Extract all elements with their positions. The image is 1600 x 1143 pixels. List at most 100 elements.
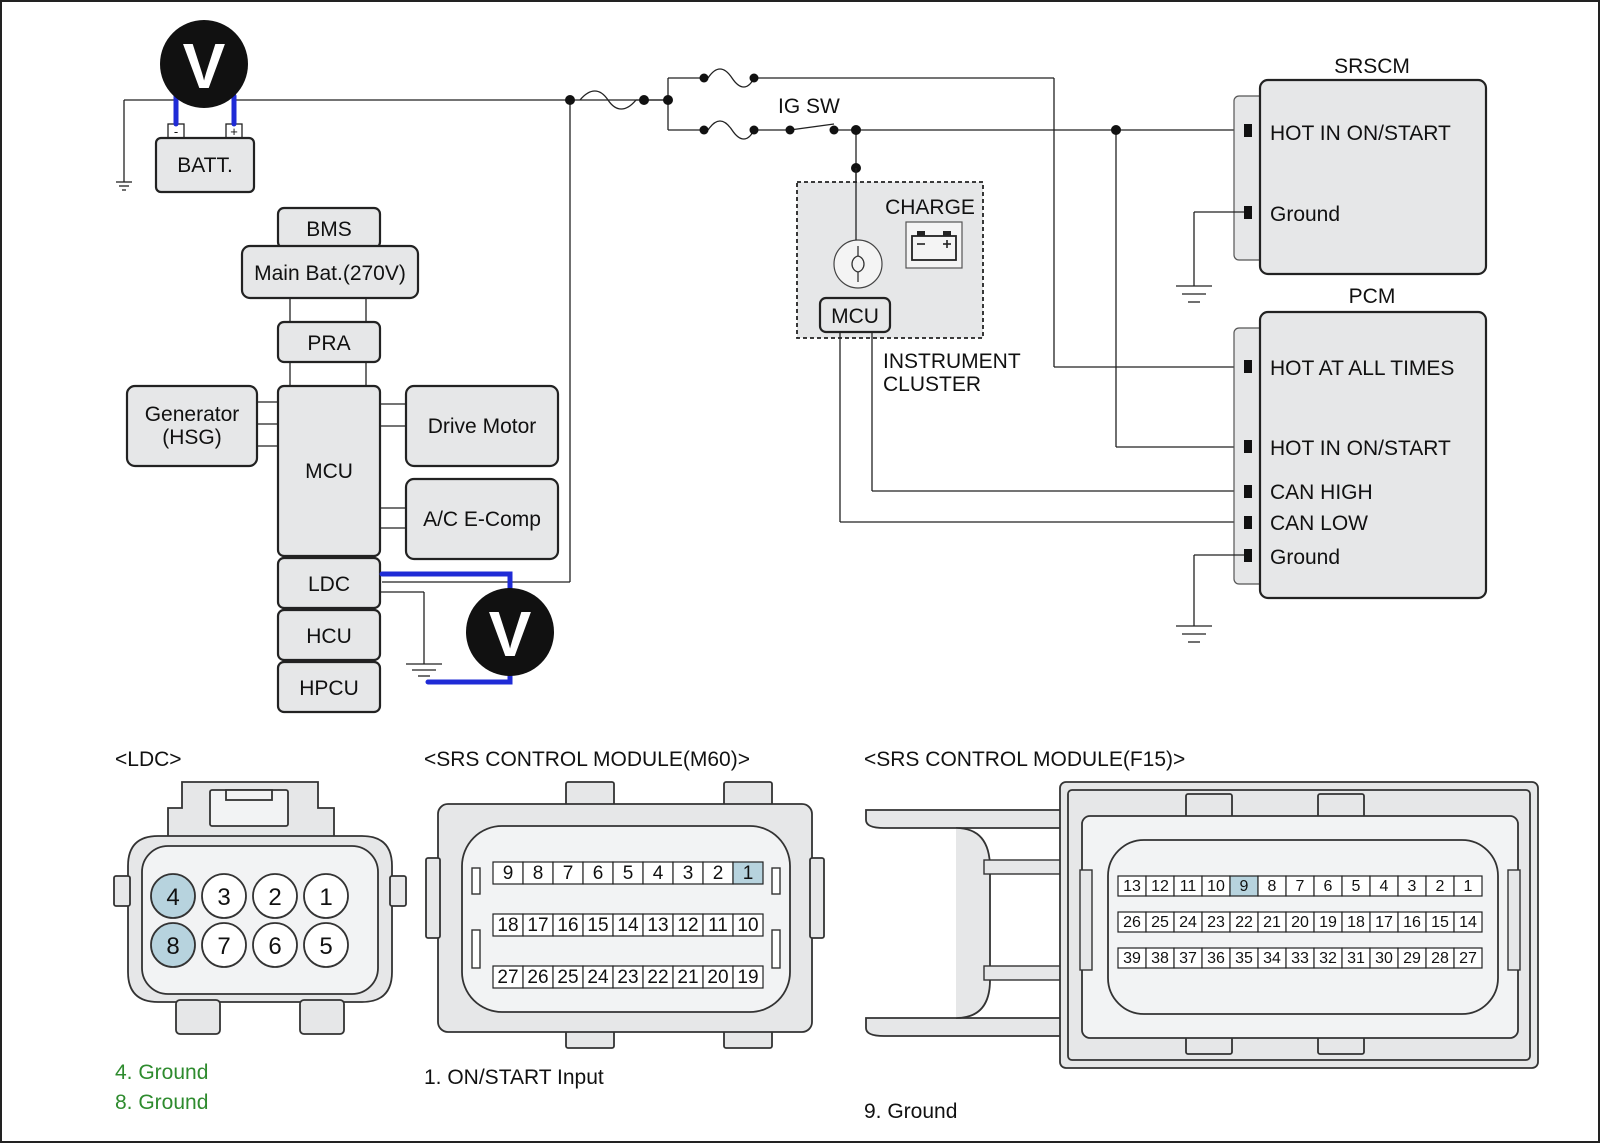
voltmeter-bottom-symbol: V: [489, 598, 532, 670]
f15-pin-label-6: 6: [1324, 878, 1333, 895]
m60-pin-19: [732, 965, 764, 989]
m60-pin-label-14: 14: [617, 915, 639, 936]
battery-plus: +: [230, 124, 238, 139]
hybrid-system: BMS Main Bat.(270V) PRA Generator (HSG) …: [125, 206, 560, 714]
pcm-pin-1: HOT AT ALL TIMES: [1270, 357, 1454, 380]
f15-pin-label-4: 4: [1380, 878, 1389, 895]
f15-pin-label-26: 26: [1123, 914, 1141, 931]
pcm-pin-2: HOT IN ON/START: [1270, 437, 1451, 460]
ldc-cavity-5: [303, 922, 349, 968]
m60-pin-label-15: 15: [587, 915, 608, 936]
f15-connector-title: <SRS CONTROL MODULE(F15)>: [864, 748, 1185, 771]
ac-ecomp-block: [404, 477, 560, 561]
f15-pin-label-13: 13: [1123, 878, 1141, 895]
f15-pin-label-22: 22: [1235, 914, 1253, 931]
f15-pin-label-5: 5: [1352, 878, 1361, 895]
f15-pin-label-25: 25: [1151, 914, 1169, 931]
f15-pin-label-19: 19: [1319, 914, 1337, 931]
srscm-pin-1: HOT IN ON/START: [1270, 122, 1451, 145]
m60-pin-label-21: 21: [677, 967, 698, 988]
mcu-block: [276, 384, 382, 558]
m60-pin-label-2: 2: [713, 863, 724, 884]
voltmeter-bottom: V: [466, 588, 554, 676]
f15-pin-label-31: 31: [1347, 950, 1365, 967]
m60-pin-label-13: 13: [647, 915, 668, 936]
ig-switch-label: IG SW: [778, 95, 840, 118]
ldc-cavity-label-8: 8: [166, 933, 179, 960]
f15-pin-label-12: 12: [1151, 878, 1169, 895]
m60-pin-label-4: 4: [653, 863, 664, 884]
m60-pin-label-7: 7: [563, 863, 574, 884]
f15-pin-label-23: 23: [1207, 914, 1225, 931]
srscm-module: SRSCM HOT IN ON/START Ground: [1176, 55, 1488, 303]
f15-pin-label-32: 32: [1319, 950, 1337, 967]
pra-label: PRA: [307, 332, 350, 355]
ldc-note-2: 8. Ground: [115, 1091, 208, 1114]
top-wiring: [116, 68, 1244, 583]
hcu-label: HCU: [306, 625, 352, 648]
battery: - + BATT.: [154, 93, 256, 194]
m60-pin-label-10: 10: [737, 915, 758, 936]
f15-pin-label-10: 10: [1207, 878, 1225, 895]
lamp-icon: [833, 239, 883, 289]
battery-warning-icon: [905, 221, 963, 269]
m60-pin-label-3: 3: [683, 863, 694, 884]
m60-pin-label-16: 16: [557, 915, 578, 936]
ldc-cavity-label-3: 3: [217, 884, 230, 911]
m60-pin-label-9: 9: [503, 863, 514, 884]
ldc-cavity-label-5: 5: [319, 933, 332, 960]
hcu-block: [276, 608, 382, 662]
ldc-cavity-1: [303, 873, 349, 919]
cluster-name-1: INSTRUMENT: [883, 350, 1021, 373]
f15-pin-label-8: 8: [1268, 878, 1277, 895]
mcu-label: MCU: [305, 460, 353, 483]
m60-pin-label-17: 17: [527, 915, 548, 936]
m60-pin-label-20: 20: [707, 967, 728, 988]
main-battery-label: Main Bat.(270V): [254, 262, 406, 285]
ldc-cavity-7: [201, 922, 247, 968]
ldc-label: LDC: [308, 573, 350, 596]
f15-pin-label-18: 18: [1347, 914, 1365, 931]
srscm-title: SRSCM: [1334, 55, 1410, 78]
ldc-cavity-label-2: 2: [268, 884, 281, 911]
f15-pin-label-34: 34: [1263, 950, 1281, 967]
pcm-pin-5: Ground: [1270, 546, 1340, 569]
f15-pin-label-33: 33: [1291, 950, 1309, 967]
f15-pin-label-1: 1: [1464, 878, 1473, 895]
f15-pin-label-27: 27: [1459, 950, 1477, 967]
ldc-block: [276, 556, 382, 610]
m60-pin-label-1: 1: [743, 863, 754, 884]
f15-pin-label-20: 20: [1291, 914, 1309, 931]
generator-label-1: Generator: [145, 403, 240, 426]
f15-pin-label-15: 15: [1431, 914, 1449, 931]
f15-pin-label-38: 38: [1151, 950, 1169, 967]
ldc-cavity-label-1: 1: [319, 884, 332, 911]
m60-note: 1. ON/START Input: [424, 1066, 604, 1089]
srscm-pin-2: Ground: [1270, 203, 1340, 226]
pcm-pin-4: CAN LOW: [1270, 512, 1368, 535]
pcm-title: PCM: [1349, 285, 1396, 308]
f15-pin-label-2: 2: [1436, 878, 1445, 895]
drive-motor-block: [404, 384, 560, 468]
battery-label: BATT.: [177, 154, 233, 177]
m60-pin-label-23: 23: [617, 967, 638, 988]
f15-pin-27: [1453, 947, 1483, 969]
ldc-cavity-4: [150, 873, 196, 919]
f15-pin-label-30: 30: [1375, 950, 1393, 967]
generator-block: [125, 384, 259, 468]
m60-pin-label-12: 12: [677, 915, 698, 936]
generator-label-2: (HSG): [162, 426, 222, 449]
f15-pin-label-17: 17: [1375, 914, 1393, 931]
bms-label: BMS: [306, 218, 352, 241]
f15-pin-label-11: 11: [1180, 878, 1197, 895]
f15-pin-1: [1453, 875, 1483, 897]
m60-pin-label-24: 24: [587, 967, 609, 988]
m60-pin-label-25: 25: [557, 967, 578, 988]
hpcu-label: HPCU: [299, 677, 359, 700]
ldc-cavity-6: [252, 922, 298, 968]
m60-pin-label-5: 5: [623, 863, 634, 884]
